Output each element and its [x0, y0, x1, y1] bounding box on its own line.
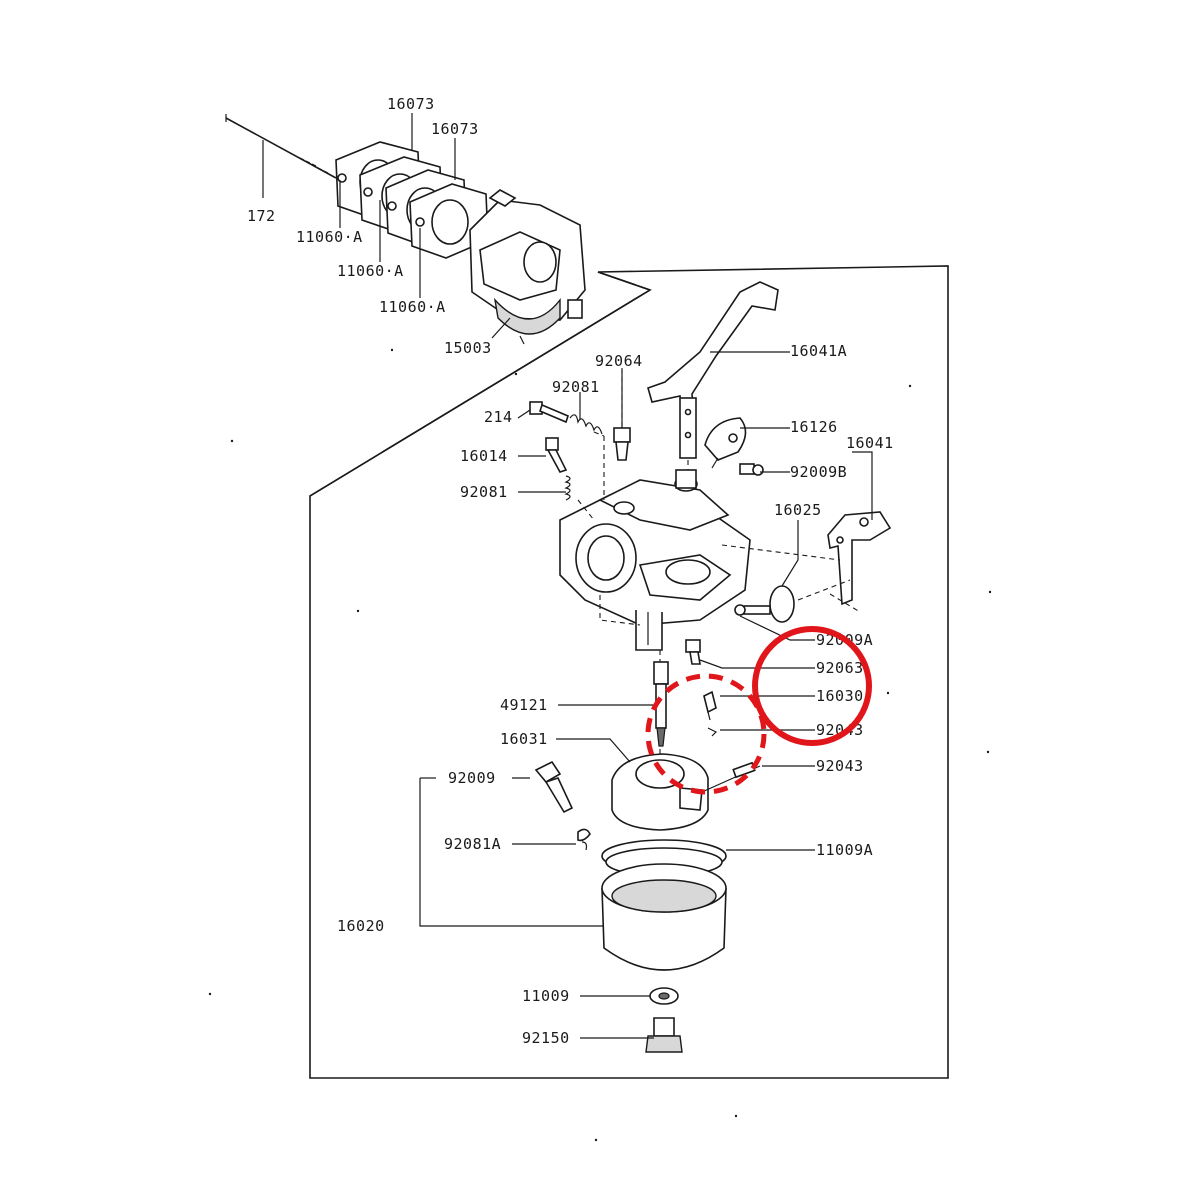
- screw-92009B: [739, 463, 764, 476]
- label-214: 214: [484, 408, 513, 426]
- screw-92064: [613, 427, 631, 461]
- red-highlights: [645, 626, 872, 795]
- label-16073-b: 16073: [431, 120, 479, 138]
- label-11060a-2: 11060·A: [337, 262, 404, 280]
- label-16073-a: 16073: [387, 95, 435, 113]
- screw-92063: [685, 639, 701, 665]
- label-16031: 16031: [500, 730, 548, 748]
- label-16041: 16041: [846, 434, 894, 452]
- carburetor-body: [559, 469, 751, 651]
- throttle-lever-16041: [827, 511, 892, 606]
- pin-92043: [707, 727, 718, 737]
- label-92081-b: 92081: [460, 483, 508, 501]
- choke-plate-16126: [704, 417, 747, 469]
- label-92009B: 92009B: [790, 463, 847, 481]
- spring-92081A: [577, 828, 591, 851]
- label-16041A: 16041A: [790, 342, 847, 360]
- choke-lever-16041A: [647, 281, 779, 459]
- label-16020: 16020: [337, 917, 385, 935]
- label-11009A: 11009A: [816, 841, 873, 859]
- label-92064: 92064: [595, 352, 643, 370]
- carburetor-small-15003: [469, 189, 586, 345]
- label-11009: 11009: [522, 987, 570, 1005]
- detail-frame: [309, 265, 949, 1079]
- label-92081A: 92081A: [444, 835, 501, 853]
- drain-bolt-92150: [645, 1017, 683, 1053]
- scan-specks: [208, 348, 992, 1142]
- spring-92081: [569, 414, 603, 435]
- label-15003: 15003: [444, 339, 492, 357]
- top-assembly: 16073 16073 172 11060·A 11060·A 11060·A …: [225, 95, 586, 357]
- throttle-plate-16025: [734, 585, 795, 623]
- highlight-circle-dashed: [645, 673, 767, 795]
- part-labels: 92064 16041A 92081 214 16126 16041 16014…: [337, 342, 894, 1047]
- label-92009: 92009: [448, 769, 496, 787]
- stud-bolt-172: [225, 114, 337, 179]
- label-11060a-3: 11060·A: [379, 298, 446, 316]
- bowl-screw-92009: [534, 760, 574, 814]
- screw-214: [529, 401, 569, 424]
- label-16025: 16025: [774, 501, 822, 519]
- leader-lines: [419, 351, 873, 1039]
- label-49121: 49121: [500, 696, 548, 714]
- screw-16014: [545, 437, 568, 473]
- highlight-circle-solid: [752, 626, 872, 746]
- label-172: 172: [247, 207, 276, 225]
- label-92043-b: 92043: [816, 757, 864, 775]
- label-16014: 16014: [460, 447, 508, 465]
- float-bowl-16020: [601, 839, 727, 971]
- main-jet-16030: [703, 690, 717, 721]
- label-92063: 92063: [816, 659, 864, 677]
- gasket-stack: [335, 141, 489, 259]
- label-16030: 16030: [816, 687, 864, 705]
- label-92081: 92081: [552, 378, 600, 396]
- label-92150: 92150: [522, 1029, 570, 1047]
- label-11060a-1: 11060·A: [296, 228, 363, 246]
- float-16031: [611, 753, 761, 831]
- main-nozzle-49121: [653, 661, 669, 747]
- spring-92081b: [564, 475, 571, 501]
- label-16126: 16126: [790, 418, 838, 436]
- washer-11009: [649, 987, 679, 1005]
